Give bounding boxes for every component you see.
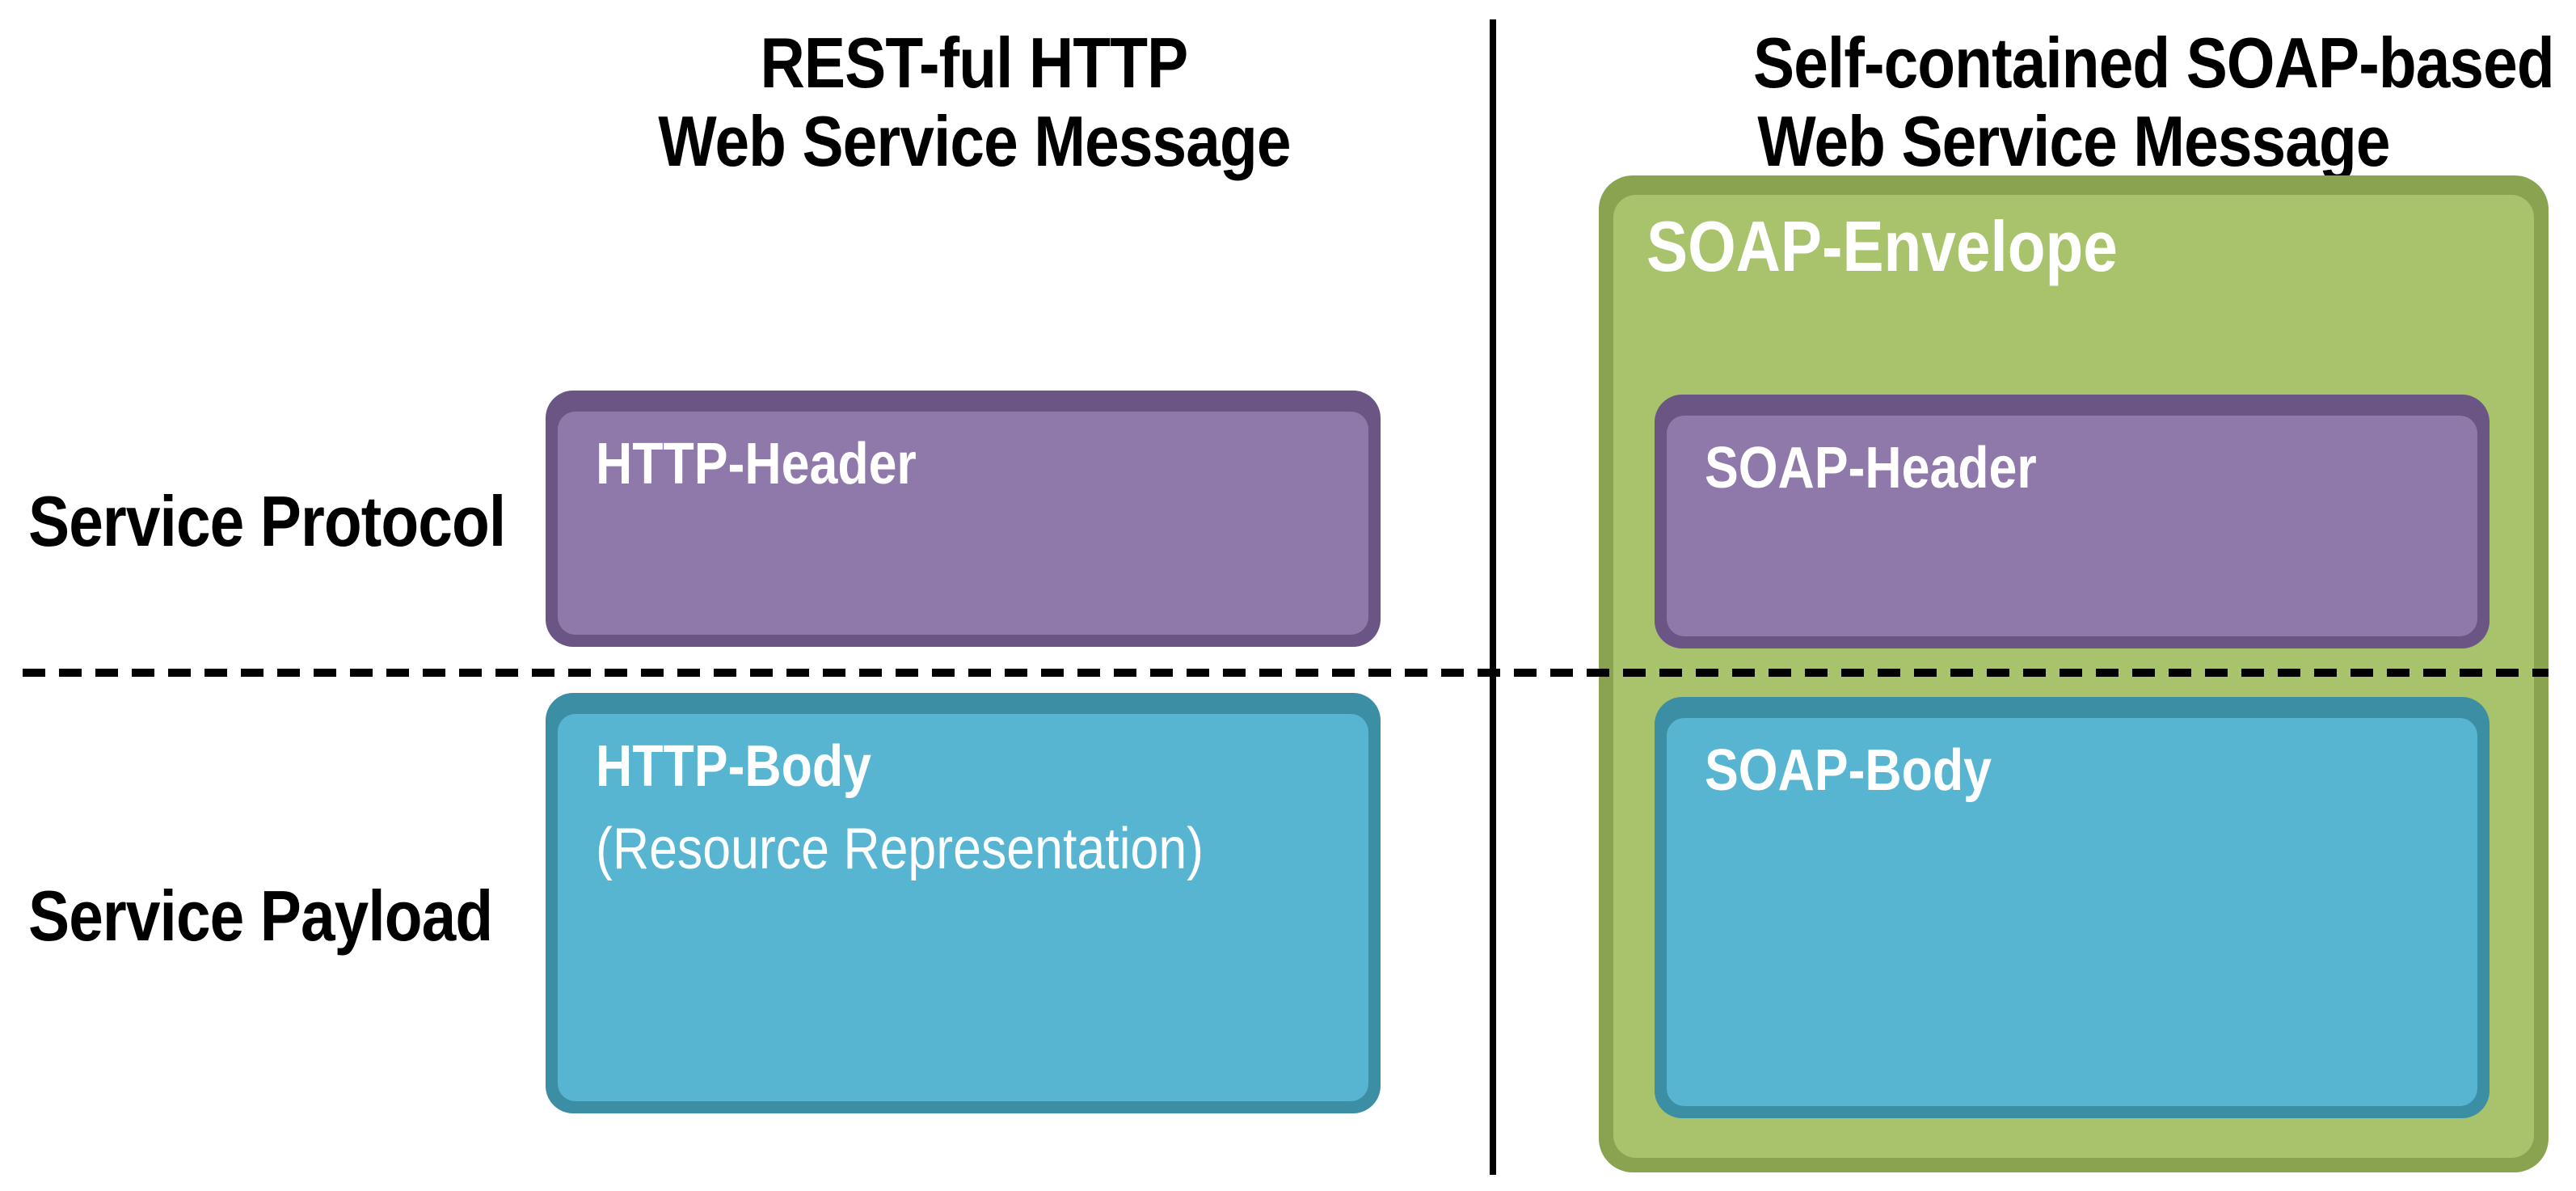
http-body-sublabel: (Resource Representation) <box>596 817 1204 882</box>
left-title-line1: REST-ful HTTP <box>760 23 1189 103</box>
http-header-label: HTTP-Header <box>596 432 917 496</box>
left-column-title: REST-ful HTTP Web Service Message <box>594 23 1354 181</box>
right-title-line1: Self-contained SOAP-based <box>1753 23 2555 103</box>
left-title-line2: Web Service Message <box>657 100 1291 181</box>
http-header-box: HTTP-Header <box>546 391 1381 647</box>
soap-body-fill <box>1667 718 2477 1106</box>
right-title-line2: Web Service Message <box>1756 100 2390 181</box>
right-column-title: Self-contained SOAP-based Web Service Me… <box>1693 23 2555 181</box>
row-label-service-payload: Service Payload <box>28 876 493 956</box>
soap-envelope-label: SOAP-Envelope <box>1646 206 2118 286</box>
http-header-fill <box>558 412 1368 635</box>
soap-header-box: SOAP-Header <box>1655 395 2490 648</box>
soap-body-box: SOAP-Body <box>1655 697 2490 1118</box>
http-body-label: HTTP-Body (Resource Representation) <box>596 725 1294 890</box>
http-body-box: HTTP-Body (Resource Representation) <box>546 693 1381 1113</box>
soap-header-fill <box>1667 416 2477 636</box>
soap-header-label: SOAP-Header <box>1705 436 2037 500</box>
column-divider-line <box>1490 19 1496 1175</box>
http-body-fill <box>558 714 1368 1101</box>
protocol-payload-dashed-divider <box>23 669 2549 677</box>
soap-body-label: SOAP-Body <box>1705 738 1992 803</box>
row-label-service-protocol: Service Protocol <box>28 481 506 561</box>
